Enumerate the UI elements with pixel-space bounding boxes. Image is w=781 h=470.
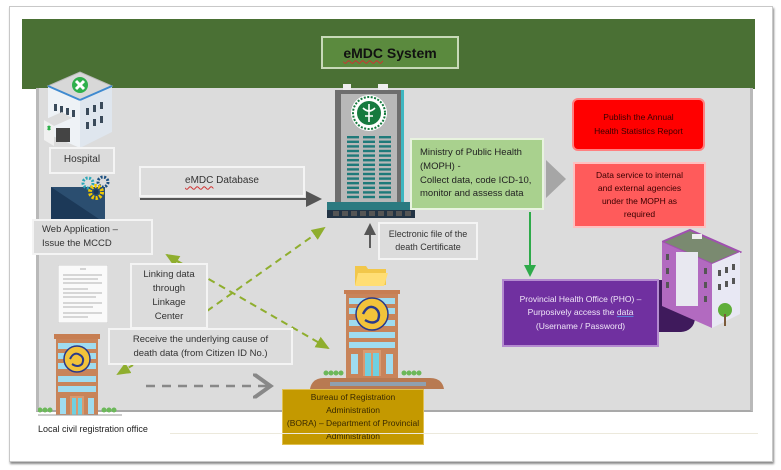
data-service-box: Data service to internal and external ag… [573,162,706,228]
moph-box: Ministry of Public Health (MOPH) - Colle… [410,138,544,210]
emdc-database-label: eMDC Database [139,166,305,197]
folder-icon [355,266,388,286]
web-application-label: Web Application – Issue the MCCD [32,219,153,255]
death-certificate-document-icon [58,265,108,323]
title-suffix: System [382,44,437,61]
bora-building-icon [310,290,444,389]
moph-tower-building-icon [327,84,415,218]
bora-box: Bureau of Registration Administration (B… [282,389,424,445]
title-prefix: eMDC [343,44,383,61]
local-office-underline [170,433,758,434]
electronic-file-label: Electronic file of the death Certificate [378,222,478,260]
hospital-building-icon [44,71,114,148]
pho-box: Provincial Health Office (PHO) – Purposi… [502,279,659,347]
local-office-building-icon [38,334,122,416]
diagram-title: eMDC System [321,36,459,69]
local-office-label: Local civil registration office [20,417,170,441]
hospital-label: Hospital [49,147,115,174]
purple-office-building-icon [662,228,742,328]
laptop-gears-icon [51,175,110,223]
publish-report-box: Publish the Annual Health Statistics Rep… [572,98,705,151]
pho-data-link[interactable]: data [616,307,634,318]
linkage-center-label: Linking data through Linkage Center [130,263,208,329]
underlying-cause-label: Receive the underlying cause of death da… [108,328,293,365]
